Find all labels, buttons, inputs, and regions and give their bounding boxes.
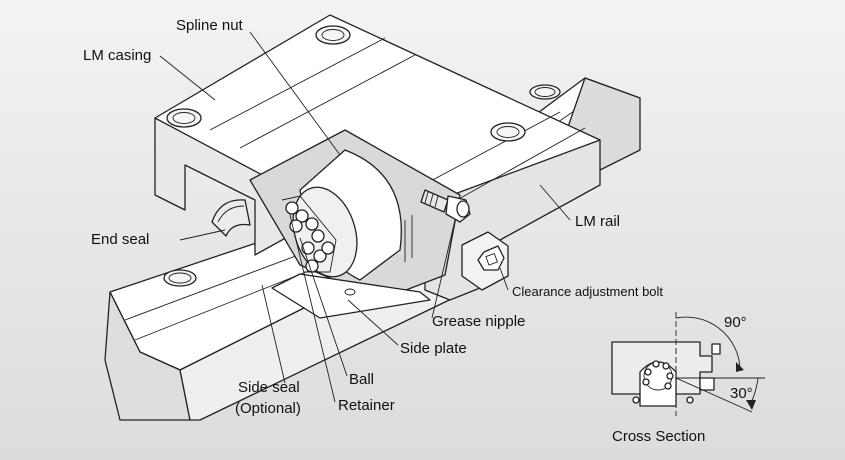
label-lm-rail: LM rail (575, 213, 620, 230)
label-grease-nipple: Grease nipple (432, 313, 525, 330)
ball-icon (311, 229, 325, 243)
side-plate (271, 273, 431, 319)
leader-lines (159, 31, 571, 403)
ball-icon (305, 217, 319, 231)
label-retainer: Retainer (338, 397, 395, 414)
ball-icon (285, 201, 299, 215)
label-side-plate: Side plate (400, 340, 467, 357)
rail-hole-icon (529, 84, 561, 100)
grease-nipple (420, 189, 471, 223)
end-seal (211, 199, 251, 237)
cross-section-angle-side: 30° (730, 385, 753, 402)
clearance-adjustment-bolt (461, 231, 509, 291)
cross-section-inset (611, 312, 765, 416)
label-clearance-bolt: Clearance adjustment bolt (512, 284, 663, 299)
label-side-seal: Side seal (238, 379, 300, 396)
ball-icon (321, 241, 335, 255)
label-lm-casing: LM casing (83, 47, 151, 64)
ball-icon (301, 241, 315, 255)
ball-icon (295, 209, 309, 223)
casing-hole-icon (490, 122, 526, 142)
retainer (281, 195, 337, 273)
cross-section-caption: Cross Section (612, 428, 705, 445)
label-end-seal: End seal (91, 231, 149, 248)
cross-section-angle-top: 90° (724, 314, 747, 331)
label-side-seal-optional: (Optional) (235, 400, 301, 417)
casing-hole-icon (166, 108, 202, 128)
rail-hole-icon (163, 269, 197, 287)
ball-icon (313, 249, 327, 263)
label-spline-nut: Spline nut (176, 17, 244, 34)
label-ball: Ball (349, 371, 374, 388)
casing-hole-icon (315, 25, 351, 45)
